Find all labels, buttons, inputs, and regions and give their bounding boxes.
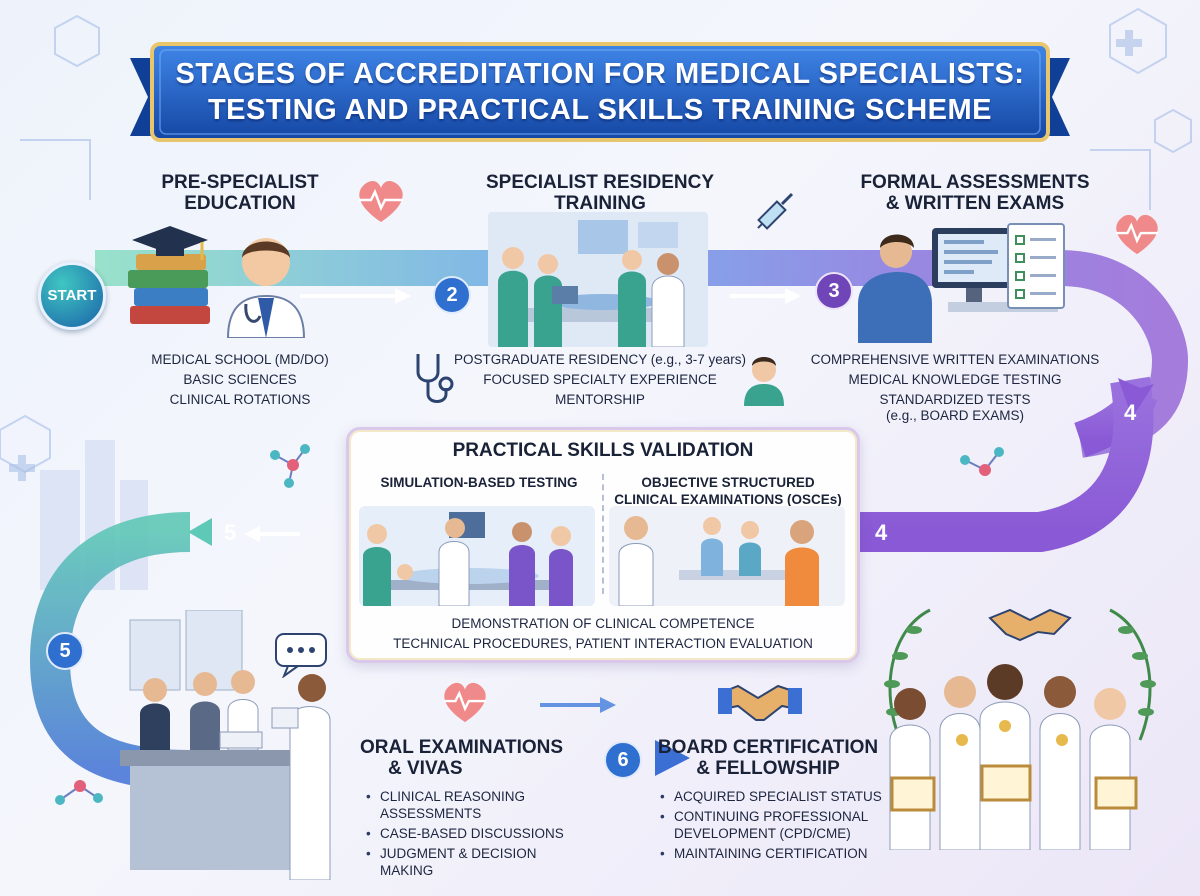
stage6-bullet-3: MAINTAINING CERTIFICATION [660,845,890,862]
syringe-icon [757,192,794,230]
stage1-line-2: BASIC SCIENCES [183,372,297,387]
stage6-title: BOARD CERTIFICATION & FELLOWSHIP [648,737,888,779]
stage6-bullet-1: ACQUIRED SPECIALIST STATUS [660,788,890,805]
title-line-1: STAGES OF ACCREDITATION FOR MEDICAL SPEC… [175,58,1025,90]
graduation-books-icon [128,226,210,324]
stage5-bullet-2: CASE-BASED DISCUSSIONS [366,825,566,842]
speech-bubble-icon [275,633,327,678]
stethoscope-icon [416,354,454,403]
stage2-title-line-2: TRAINING [554,193,646,214]
stage2-line-3: MENTORSHIP [555,392,645,407]
title-line-2: TESTING AND PRACTICAL SKILLS TRAINING SC… [207,94,993,126]
stage4-sub-right-line-2: CLINICAL EXAMINATIONS (OSCEs) [614,492,842,507]
stage6-bullet-list: ACQUIRED SPECIALIST STATUS CONTINUING PR… [660,788,890,865]
stage5-title-line-2: & VIVAS [388,758,463,779]
stage2-title-line-1: SPECIALIST RESIDENCY [485,172,715,193]
practical-skills-panel: PRACTICAL SKILLS VALIDATION SIMULATION-B… [346,427,860,663]
stage3-title-line-1: FORMAL ASSESSMENTS [860,172,1090,193]
stage3-number-badge: 3 [815,272,853,310]
stage2-line-1: POSTGRADUATE RESIDENCY (e.g., 3-7 years) [453,352,747,367]
oral-exam-panel-illustration [120,610,331,880]
stage1-line-1: MEDICAL SCHOOL (MD/DO) [151,352,329,367]
certified-specialists-illustration [884,608,1156,850]
stage4-sub-right-line-1: OBJECTIVE STRUCTURED [641,475,815,490]
simulation-testing-illustration [359,506,595,606]
stage6-title-line-2: & FELLOWSHIP [696,758,840,779]
stage2-line-2: FOCUSED SPECIALTY EXPERIENCE [483,372,717,387]
stage1-line-3: CLINICAL ROTATIONS [169,392,311,407]
heart-pulse-icon-right [1115,214,1159,255]
stage5-bullet-3: JUDGMENT & DECISION MAKING [366,845,566,879]
stage4-title: PRACTICAL SKILLS VALIDATION [452,440,754,461]
heart-pulse-icon-bottom [443,682,487,723]
doctor-avatar-icon [226,238,306,338]
stage3-line-4: (e.g., BOARD EXAMS) [885,408,1025,423]
title-banner [130,42,1070,142]
stage6-number-badge: 6 [604,741,642,779]
heart-pulse-icon [359,181,403,222]
stage6-bullet-2: CONTINUING PROFESSIONAL DEVELOPMENT (CPD… [660,808,890,842]
written-exam-computer-illustration [858,228,1058,343]
stage3-line-1: COMPREHENSIVE WRITTEN EXAMINATIONS [810,352,1100,367]
panel-divider [602,474,604,594]
stage1-title-line-1: PRE-SPECIALIST [161,172,319,193]
stage1-title: PRE-SPECIALIST EDUCATION [120,172,360,214]
stage1-title-line-2: EDUCATION [184,193,296,214]
stage4-sub-right: OBJECTIVE STRUCTURED CLINICAL EXAMINATIO… [599,474,857,508]
stage6-title-line-1: BOARD CERTIFICATION [657,737,879,758]
stage5-number-badge: 5 [46,632,84,670]
stage3-line-2: MEDICAL KNOWLEDGE TESTING [848,372,1062,387]
stage4-flow-number-right: 4 [1124,400,1137,425]
stage5-flow-number-mid: 5 [224,520,237,545]
stage5-title-line-1: ORAL EXAMINATIONS [360,737,564,758]
stage3-line-3: STANDARDIZED TESTS [879,392,1031,407]
stage4-line-1: DEMONSTRATION OF CLINICAL COMPETENCE [451,616,755,631]
residency-operating-room-illustration [488,212,708,347]
nurse-avatar-icon [744,357,784,406]
stage5-bullet-1: CLINICAL REASONING ASSESSMENTS [366,788,566,822]
stage2-title: SPECIALIST RESIDENCY TRAINING [470,172,730,214]
stage5-bullet-list: CLINICAL REASONING ASSESSMENTS CASE-BASE… [366,788,566,882]
checklist-document-icon [1007,223,1065,309]
stage4-sub-left: SIMULATION-BASED TESTING [380,475,578,490]
osce-illustration [609,506,845,606]
stage2-number-badge: 2 [433,276,471,314]
stage4-line-2: TECHNICAL PROCEDURES, PATIENT INTERACTIO… [393,636,813,651]
stage3-title: FORMAL ASSESSMENTS & WRITTEN EXAMS [840,172,1110,214]
handshake-icon [718,684,802,721]
start-badge: START [38,262,106,330]
stage4-flow-number-mid: 4 [875,520,888,545]
stage5-title: ORAL EXAMINATIONS & VIVAS [360,737,600,779]
stage3-title-line-2: & WRITTEN EXAMS [885,193,1065,214]
